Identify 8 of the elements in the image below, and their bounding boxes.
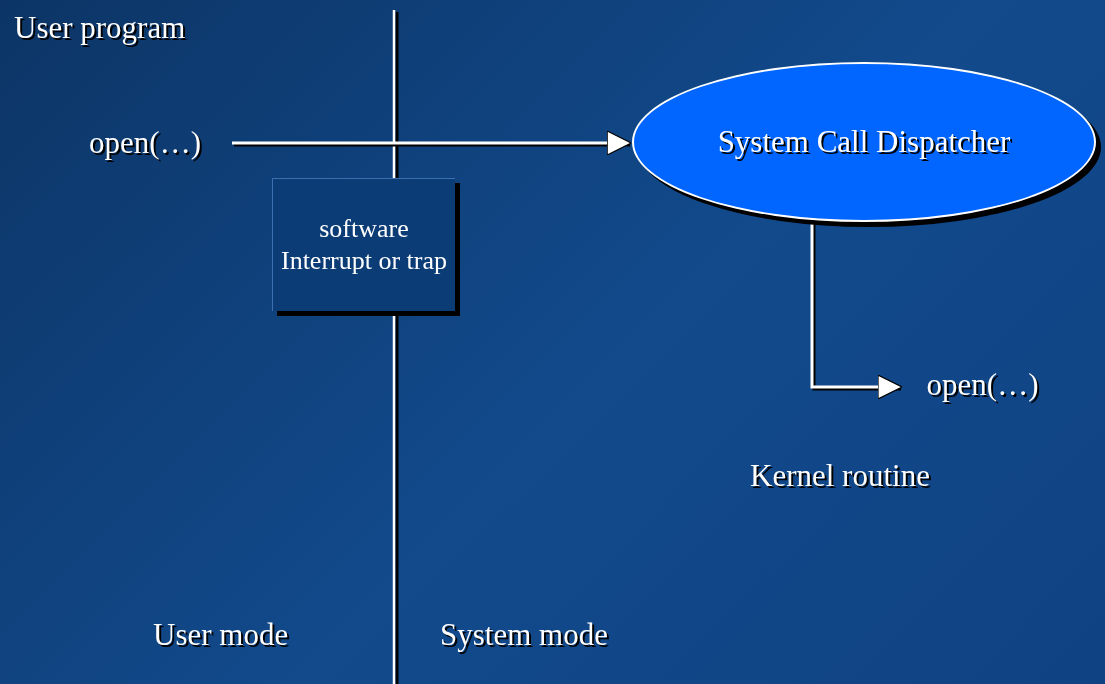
region-label: User mode	[153, 617, 289, 653]
note-text: software Interrupt or trap	[279, 212, 448, 277]
region-label: Kernel routine	[750, 458, 930, 494]
function-call-text: open(…)	[926, 365, 1039, 404]
region-label: User program	[14, 10, 186, 46]
region-label: System mode	[440, 617, 608, 653]
node-label: System Call Dispatcher	[717, 122, 1011, 161]
function-call-text: open(…)	[89, 123, 201, 162]
